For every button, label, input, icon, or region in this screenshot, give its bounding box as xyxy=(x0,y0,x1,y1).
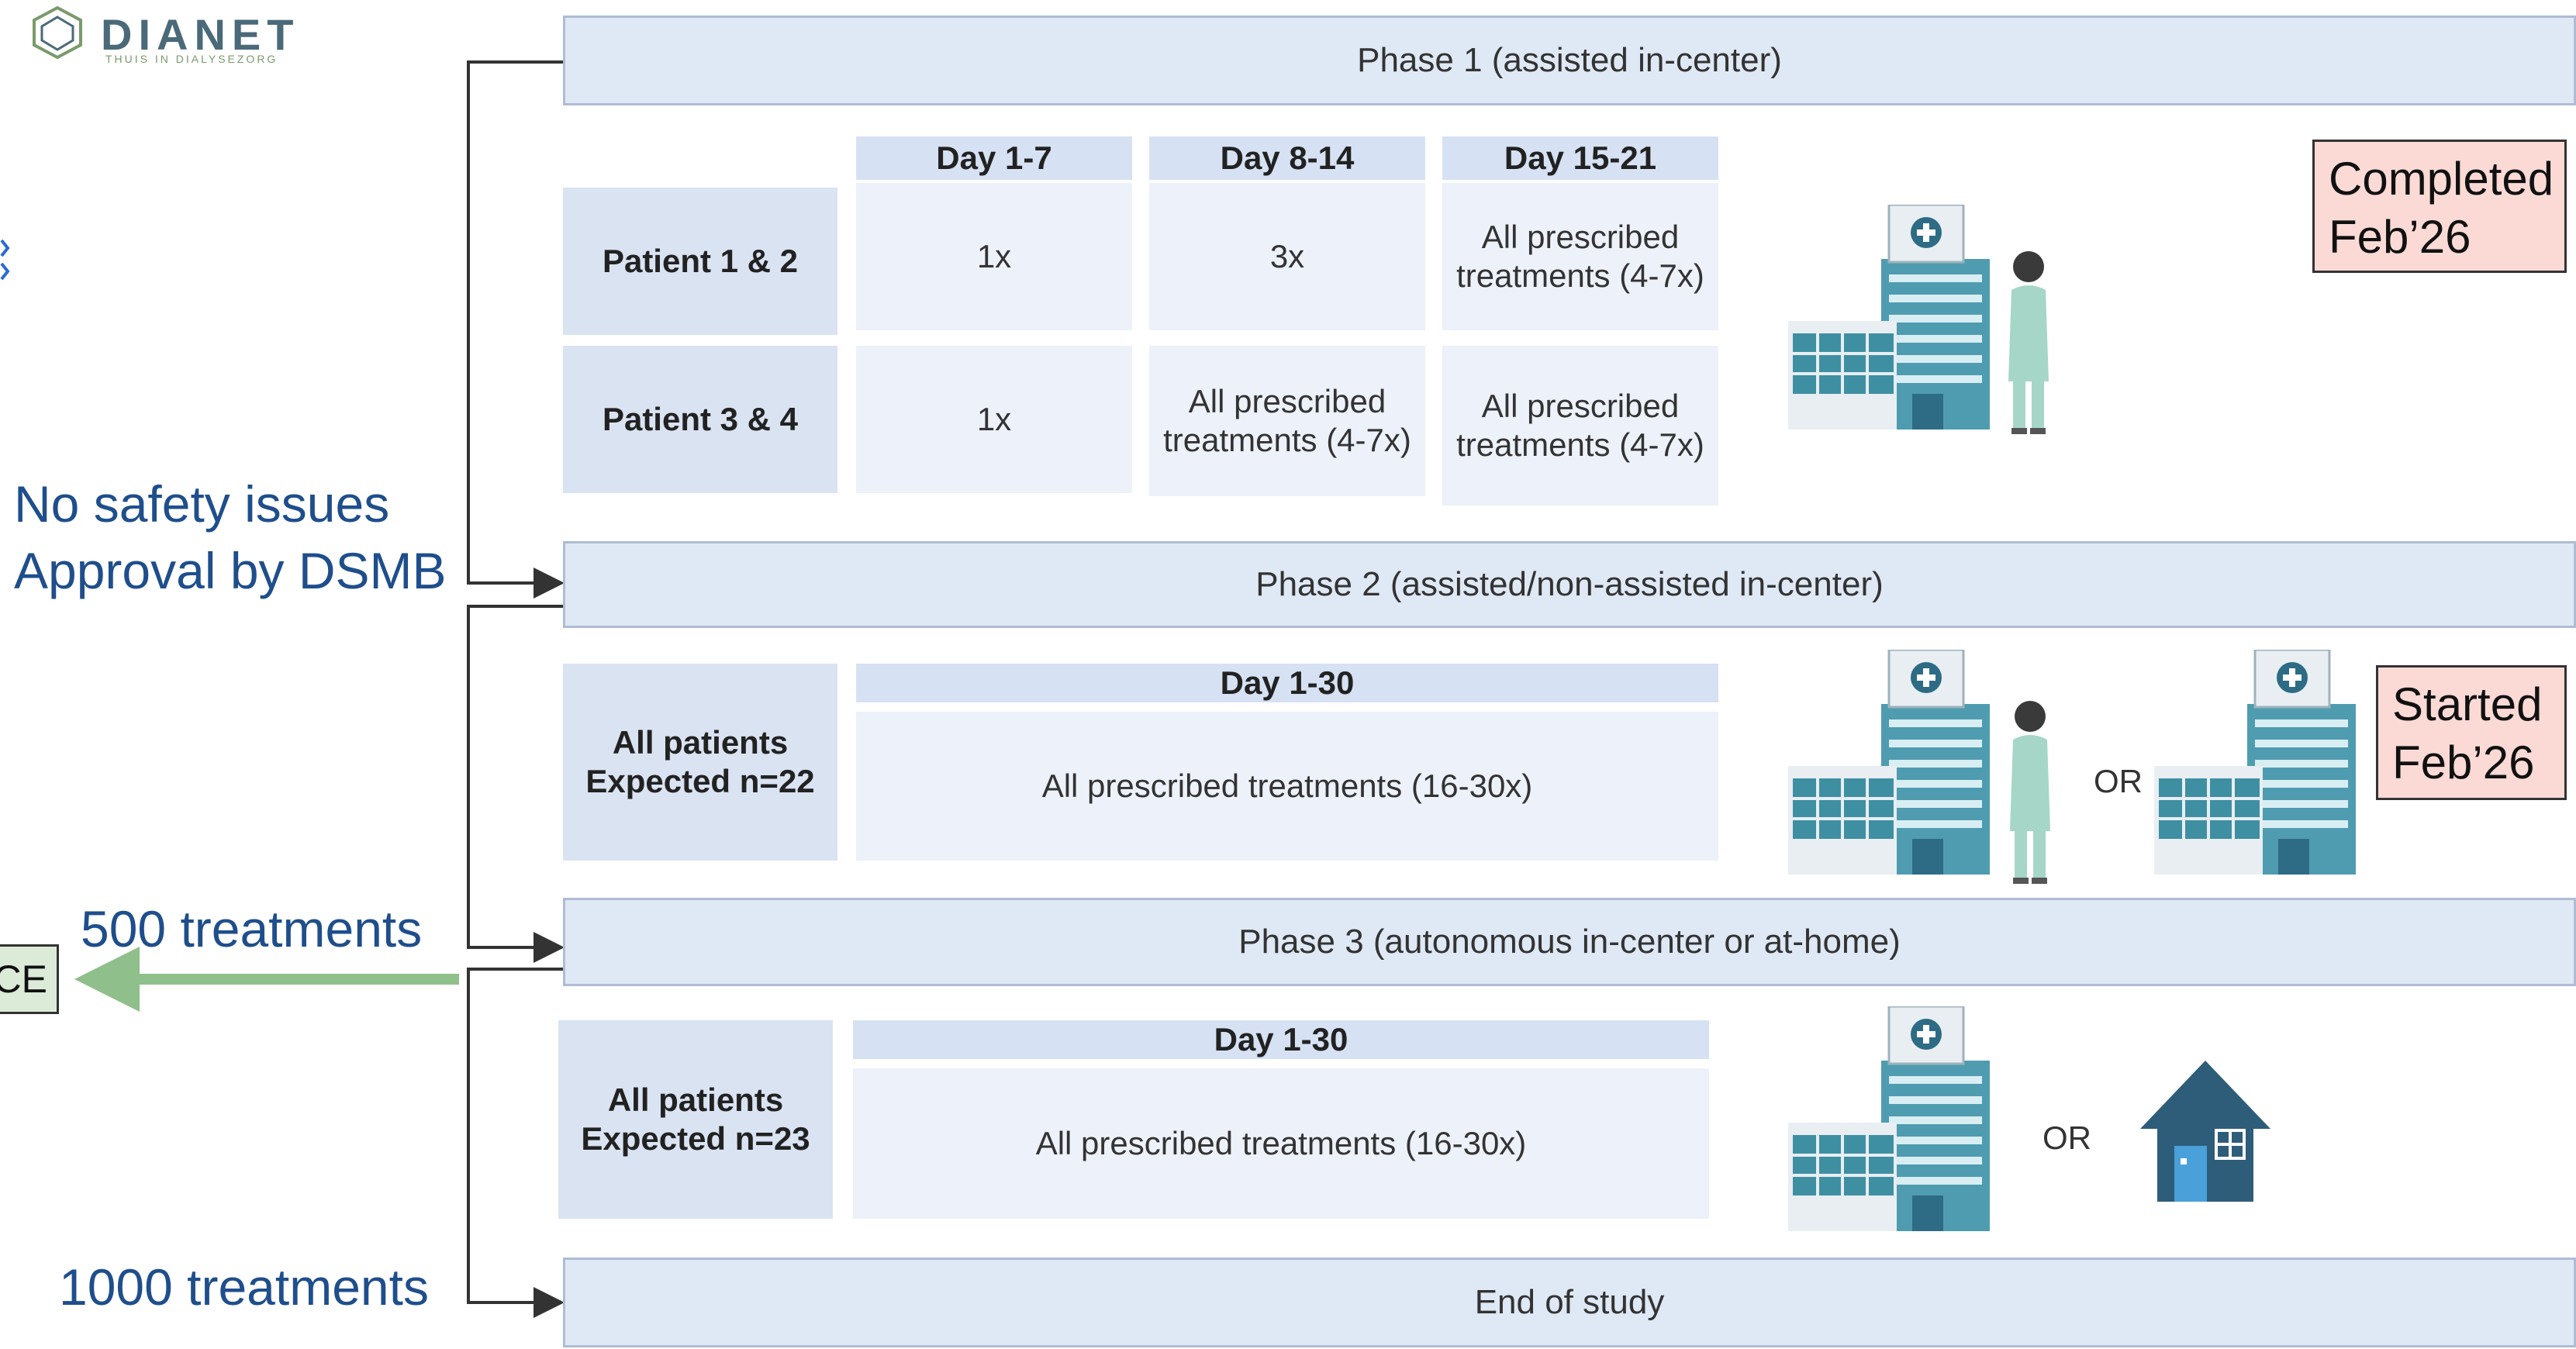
p1-row-patient3-4: Patient 3 & 4 xyxy=(563,346,837,493)
milestone-500: 500 treatments xyxy=(81,900,423,957)
house-icon xyxy=(2140,1061,2270,1202)
milestone-dsmb: No safety issues Approval by DSMB xyxy=(14,471,447,605)
milestone-1000: 1000 treatments xyxy=(59,1258,429,1316)
p2-row-all-patients: All patients Expected n=22 xyxy=(563,664,837,861)
p1-cell: All prescribed treatments (4-7x) xyxy=(1442,183,1718,330)
logo-title: DIANET xyxy=(101,10,300,59)
p3-cell: All prescribed treatments (16-30x) xyxy=(853,1068,1709,1219)
or-label: OR xyxy=(2094,763,2143,799)
p2-row-label-1: All patients xyxy=(612,723,789,761)
status-phase1-line2: Feb’26 xyxy=(2329,211,2471,263)
status-phase1-line1: Completed xyxy=(2329,153,2554,205)
p1-col-day1-7: Day 1-7 xyxy=(856,136,1132,180)
phase2-bar: Phase 2 (assisted/non-assisted in-center… xyxy=(563,541,2576,628)
hospital-icon xyxy=(1788,205,1991,431)
edge-mark xyxy=(0,225,10,281)
p1-cell: All prescribed treatments (4-7x) xyxy=(1149,346,1425,496)
nurse-icon xyxy=(2008,251,2049,434)
ce-box: CE xyxy=(0,944,59,1014)
p1-cell: All prescribed treatments (4-7x) xyxy=(1442,346,1718,505)
hospital-icon xyxy=(1788,650,1991,876)
nurse-icon xyxy=(2010,701,2050,884)
phase3-bar: Phase 3 (autonomous in-center or at-home… xyxy=(563,898,2576,986)
p1-cell: 3x xyxy=(1149,183,1425,330)
p3-row-label-1: All patients xyxy=(607,1081,784,1118)
logo-icon xyxy=(33,5,82,60)
or-label: OR xyxy=(2042,1120,2091,1156)
end-of-study-bar: End of study xyxy=(563,1258,2576,1347)
status-phase2-line1: Started xyxy=(2392,678,2543,730)
p3-row-all-patients: All patients Expected n=23 xyxy=(558,1020,833,1219)
p1-col-day15-21: Day 15-21 xyxy=(1442,136,1718,180)
p1-row-patient1-2: Patient 1 & 2 xyxy=(563,188,837,335)
p1-cell: 1x xyxy=(856,346,1132,493)
p2-row-label-2: Expected n=22 xyxy=(585,763,815,799)
hospital-icon xyxy=(1788,1006,1991,1233)
p3-row-label-2: Expected n=23 xyxy=(581,1120,810,1157)
p2-cell: All prescribed treatments (16-30x) xyxy=(856,712,1718,861)
logo-tagline: THUIS IN DIALYSEZORG xyxy=(105,53,278,65)
status-phase1: Completed Feb’26 xyxy=(2312,140,2567,273)
milestone-dsmb-line1: No safety issues xyxy=(14,475,390,533)
status-phase2-line2: Feb’26 xyxy=(2392,737,2535,788)
p3-col-day1-30: Day 1-30 xyxy=(853,1020,1709,1059)
milestone-dsmb-line2: Approval by DSMB xyxy=(14,541,447,599)
p2-col-day1-30: Day 1-30 xyxy=(856,664,1718,702)
p1-cell: 1x xyxy=(856,183,1132,330)
status-phase2: Started Feb’26 xyxy=(2376,665,2567,800)
hospital-icon xyxy=(2154,650,2357,876)
phase1-bar: Phase 1 (assisted in-center) xyxy=(563,16,2576,105)
p1-col-day8-14: Day 8-14 xyxy=(1149,136,1425,180)
